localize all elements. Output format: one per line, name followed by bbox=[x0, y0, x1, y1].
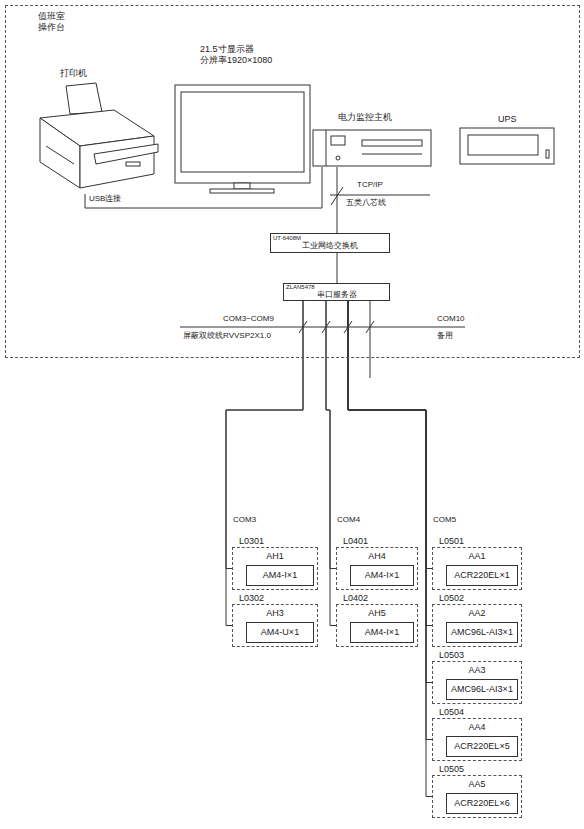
node-heading: L0302 bbox=[239, 593, 264, 604]
wire-connector bbox=[226, 301, 303, 626]
meter-box: AMC96L-AI3×1 bbox=[446, 622, 518, 643]
node-label: AA2 bbox=[468, 608, 485, 619]
node-label: AM4-I×1 bbox=[263, 570, 297, 581]
meter-box: ACR220EL×1 bbox=[446, 565, 518, 586]
spare-bus bbox=[370, 301, 371, 378]
node-label: AH3 bbox=[266, 608, 284, 619]
node-label: 值班室 操作台 bbox=[38, 11, 68, 33]
node-label: AH5 bbox=[368, 608, 386, 619]
network-cable bbox=[330, 195, 430, 196]
cable-note: 屏蔽双绞线RVVSP2X1.0 bbox=[182, 331, 272, 341]
node-heading: L0401 bbox=[343, 536, 368, 547]
meter-box: AM4-U×1 bbox=[246, 622, 314, 643]
node-label: AM4-I×1 bbox=[365, 570, 399, 581]
node-label: AA4 bbox=[468, 722, 485, 733]
node-label: 串口服务器 bbox=[317, 290, 357, 300]
monitor-host: 电力监控主机 bbox=[312, 108, 434, 167]
meter-box: AM4-I×1 bbox=[350, 622, 414, 643]
node-heading: L0501 bbox=[439, 536, 464, 547]
node-label: ACR220EL×1 bbox=[454, 570, 509, 581]
node-label: 打印机 bbox=[60, 68, 87, 79]
node-label: AMC96L-AI3×1 bbox=[451, 627, 513, 638]
device-cabinet: AMC96L-AI3×1L0502AA2 bbox=[432, 604, 522, 647]
node-heading: L0402 bbox=[343, 593, 368, 604]
node-heading: L0301 bbox=[239, 536, 264, 547]
node-heading: L0502 bbox=[439, 593, 464, 604]
meter-box: AMC96L-AI3×1 bbox=[446, 679, 518, 700]
node-label: AA5 bbox=[468, 779, 485, 790]
node-label: 电力监控主机 bbox=[338, 112, 392, 123]
bus-name: COM3 bbox=[232, 515, 257, 525]
ups: UPS bbox=[458, 112, 558, 166]
printer-drawing bbox=[36, 66, 161, 194]
device-cabinet: ACR220EL×6L0505AA5 bbox=[432, 775, 522, 818]
cable-note: COM3~COM9 bbox=[222, 314, 275, 324]
wire-connector bbox=[226, 301, 303, 569]
node-heading: L0504 bbox=[439, 707, 464, 718]
cable-note: COM10 bbox=[436, 314, 466, 324]
node-heading: L0505 bbox=[439, 764, 464, 775]
node-label: AH4 bbox=[368, 551, 386, 562]
printer: 打印机 bbox=[36, 66, 161, 194]
device-cabinet: AM4-U×1L0302AH3 bbox=[232, 604, 318, 647]
device-cabinet: AM4-I×1L0401AH4 bbox=[336, 547, 418, 590]
device-cabinet: ACR220EL×5L0504AA4 bbox=[432, 718, 522, 761]
node-heading: UT-6408M bbox=[273, 234, 301, 242]
node-label: AMC96L-AI3×1 bbox=[451, 684, 513, 695]
bus-name: COM5 bbox=[432, 515, 457, 525]
node-heading: L0503 bbox=[439, 650, 464, 661]
monitor-drawing bbox=[172, 44, 314, 194]
meter-box: ACR220EL×6 bbox=[446, 793, 518, 814]
wire-connector bbox=[348, 301, 432, 683]
node-label: AA3 bbox=[468, 665, 485, 676]
wire-connector bbox=[348, 301, 432, 797]
serial-cable bbox=[180, 327, 465, 328]
cable-note: TCP/IP bbox=[356, 180, 384, 190]
cable-note: USB连接 bbox=[88, 194, 122, 204]
meter-box: AM4-I×1 bbox=[246, 565, 314, 586]
meter-box: ACR220EL×5 bbox=[446, 736, 518, 757]
node-label: AM4-I×1 bbox=[365, 627, 399, 638]
wire-connector bbox=[326, 301, 336, 569]
cable-note: 备用 bbox=[436, 331, 454, 341]
device-cabinet: AM4-I×1L0301AH1 bbox=[232, 547, 318, 590]
wire-connector bbox=[348, 301, 432, 626]
wire-connector bbox=[337, 167, 338, 233]
node-label: AH1 bbox=[266, 551, 284, 562]
serial-server: ZLAN5478串口服务器 bbox=[283, 283, 390, 301]
network-switch: UT-6408M工业网络交换机 bbox=[270, 233, 390, 253]
wire-connector bbox=[326, 301, 336, 626]
node-label: 工业网络交换机 bbox=[302, 241, 358, 251]
wire-connector bbox=[348, 301, 432, 569]
cable-note: 五类八芯线 bbox=[345, 198, 387, 208]
device-cabinet: AM4-I×1L0402AH5 bbox=[336, 604, 418, 647]
control-room-region: 打印机 21.5寸显示器 分辨率1920×1080 电力监控主机 UPS UT-6408… bbox=[5, 5, 580, 358]
node-label: ACR220EL×5 bbox=[454, 741, 509, 752]
node-label: UPS bbox=[498, 114, 517, 125]
device-cabinet: AMC96L-AI3×1L0503AA3 bbox=[432, 661, 522, 704]
node-label: 21.5寸显示器 分辨率1920×1080 bbox=[200, 44, 282, 66]
monitor: 21.5寸显示器 分辨率1920×1080 bbox=[172, 44, 314, 194]
bus-name: COM4 bbox=[336, 515, 361, 525]
node-label: ACR220EL×6 bbox=[454, 798, 509, 809]
node-heading: ZLAN5478 bbox=[286, 283, 315, 291]
wire-connector bbox=[337, 253, 338, 283]
node-label: AA1 bbox=[468, 551, 485, 562]
meter-box: AM4-I×1 bbox=[350, 565, 414, 586]
node-label: AM4-U×1 bbox=[261, 627, 299, 638]
device-cabinet: ACR220EL×1L0501AA1 bbox=[432, 547, 522, 590]
